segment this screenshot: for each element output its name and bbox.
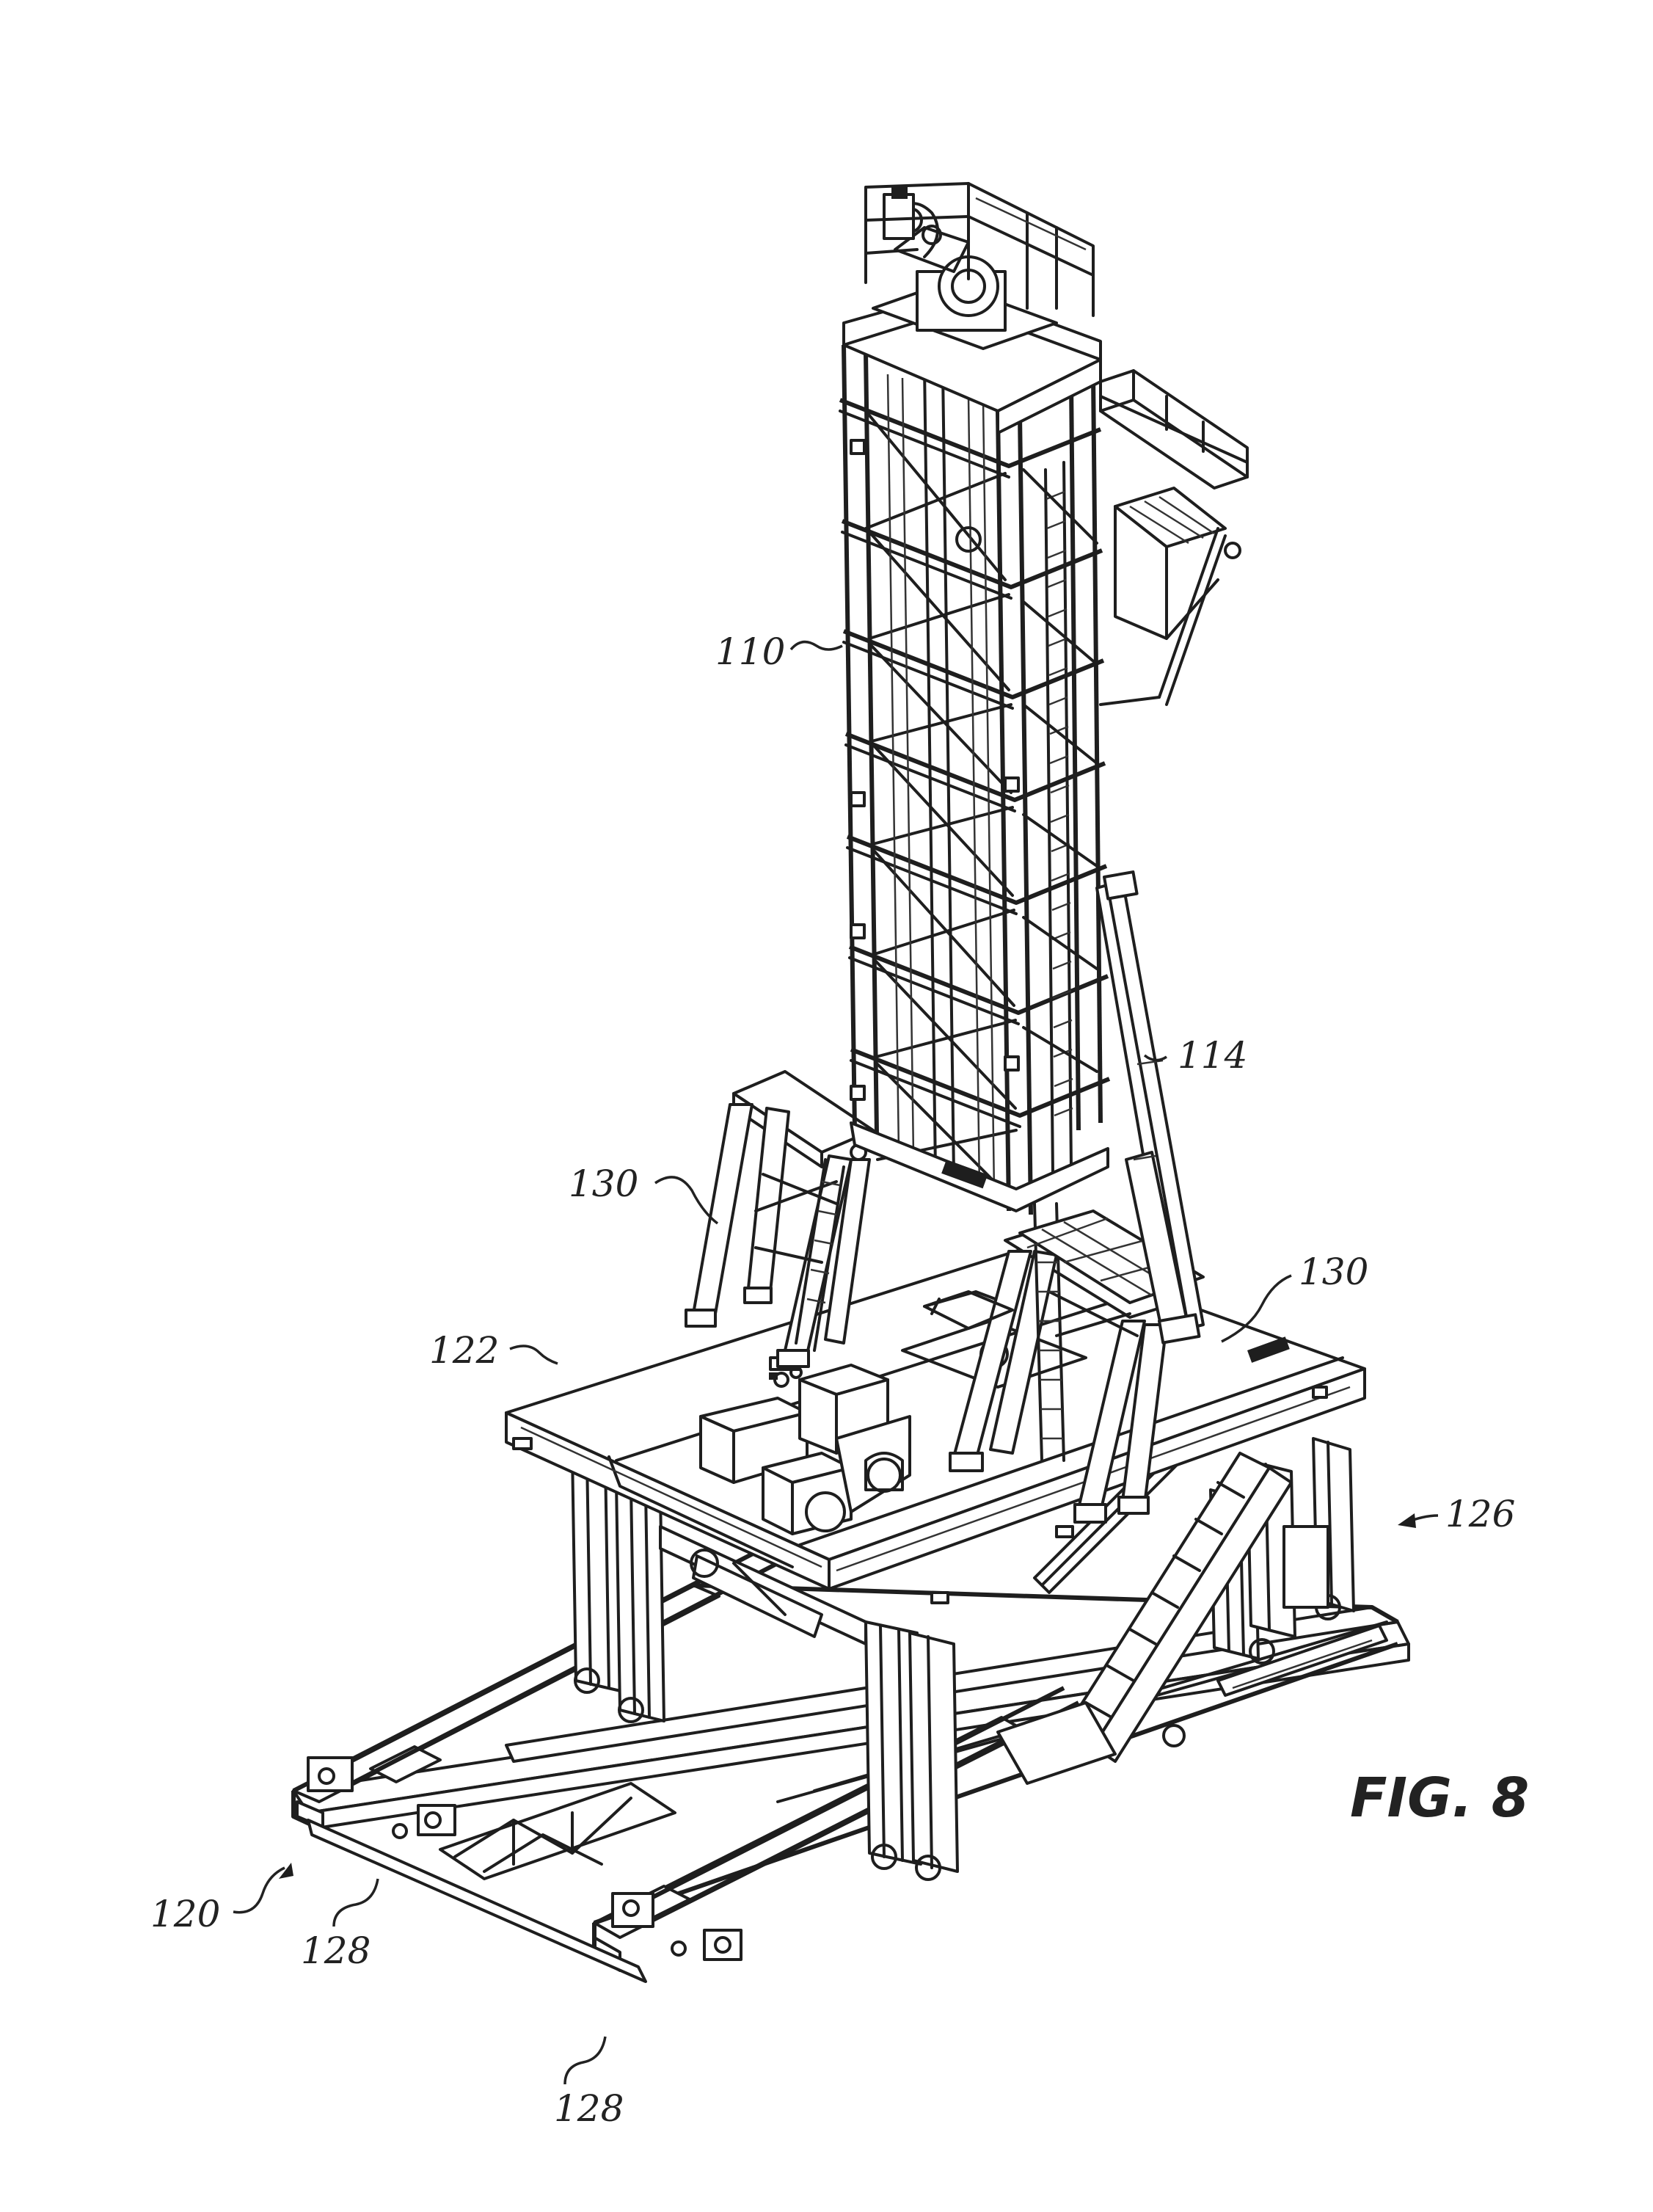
label-122: 122 (429, 1329, 499, 1372)
label-110: 110 (715, 630, 785, 673)
a-frame-left (685, 1070, 875, 1368)
label-130-right: 130 (1299, 1251, 1368, 1293)
drawworks (699, 1356, 911, 1535)
label-126: 126 (1445, 1493, 1515, 1535)
labels: 110 114 130 130 122 126 120 128 128 FIG.… (150, 630, 1529, 2130)
figure-title: FIG. 8 (1350, 1767, 1529, 1830)
label-128-upper: 128 (301, 1929, 371, 1972)
label-120: 120 (150, 1893, 220, 1935)
substructure (571, 1378, 1355, 1881)
a-frame-right (923, 1202, 1205, 1524)
leader-lines (233, 640, 1439, 2085)
label-130-left: 130 (569, 1163, 638, 1205)
racking-platform (1099, 369, 1249, 706)
mast (839, 182, 1111, 1215)
raising-cylinder (1095, 870, 1205, 1345)
label-114: 114 (1178, 1034, 1247, 1077)
label-128-lower: 128 (554, 2087, 624, 2130)
